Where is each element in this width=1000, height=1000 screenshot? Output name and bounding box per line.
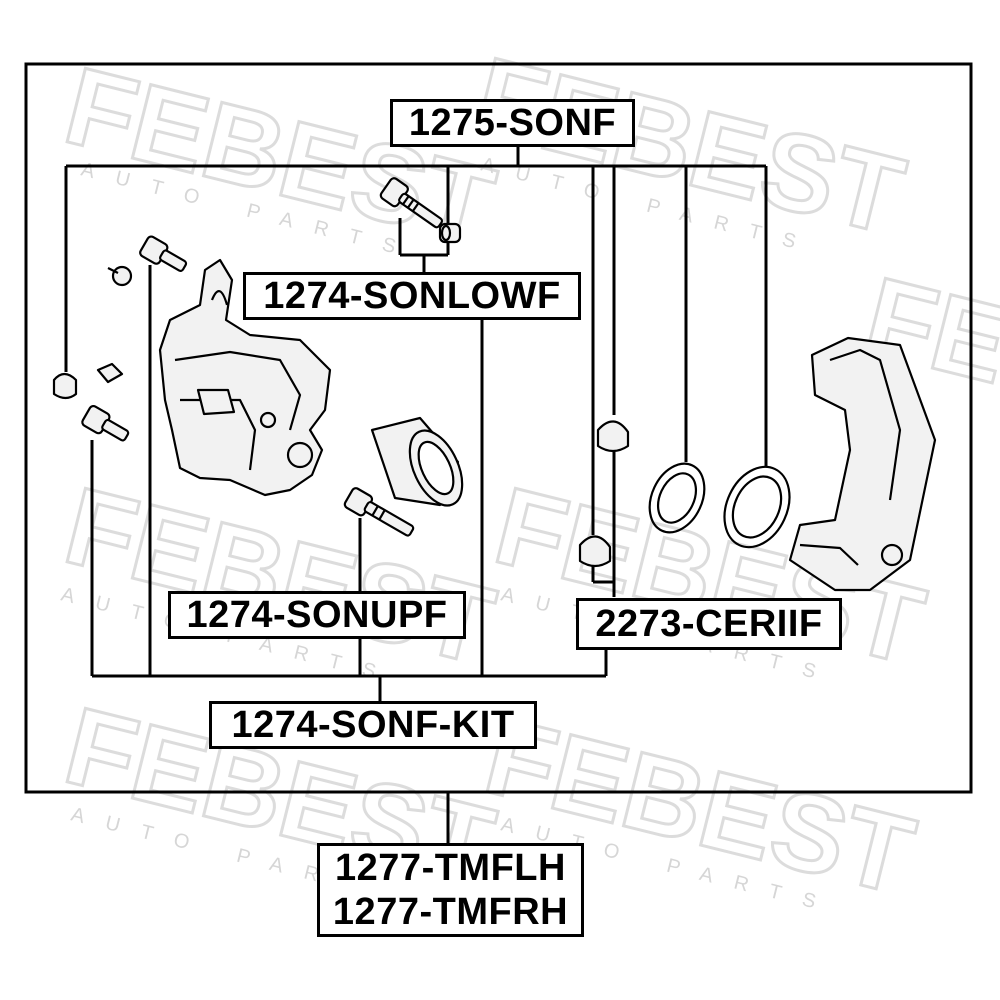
- watermark-brand: FEBEST: [54, 44, 505, 268]
- label-guide-kit[interactable]: 1274-SONF-KIT: [209, 701, 537, 749]
- piston-seal-icon: [648, 462, 706, 534]
- bolt-icon: [81, 404, 130, 442]
- piston-icon: [370, 416, 464, 507]
- dust-boot-icon: [578, 535, 612, 568]
- assembly-frame: [24, 62, 973, 794]
- label-upper-guide-pin[interactable]: 1274-SONUPF: [168, 591, 466, 639]
- caliper-housing-icon: [158, 258, 332, 497]
- label-piston-seal-kit[interactable]: 2273-CERIIF: [576, 598, 842, 650]
- boot-cap-icon: [52, 372, 78, 400]
- caliper-bracket-icon: [788, 336, 937, 592]
- label-caliper-assembly[interactable]: 1277-TMFLH 1277-TMFRH: [317, 843, 584, 937]
- dust-boot-icon: [596, 420, 630, 453]
- dust-seal-icon: [723, 465, 791, 549]
- bushing-icon: [438, 222, 462, 244]
- bleeder-screw-icon: [107, 265, 133, 287]
- label-caliper-right: 1277-TMFRH: [332, 891, 569, 933]
- label-caliper-left: 1277-TMFLH: [335, 847, 566, 889]
- guide-pin-icon: [343, 487, 415, 537]
- guide-bolt-icon: [379, 177, 444, 229]
- bleeder-screw-icon: [96, 362, 124, 384]
- label-caliper-repair-kit[interactable]: 1275-SONF: [390, 99, 635, 147]
- parts: [52, 177, 937, 592]
- connector-lines: [64, 145, 768, 843]
- bolt-icon: [139, 235, 188, 272]
- label-lower-guide-pin[interactable]: 1274-SONLOWF: [243, 272, 581, 320]
